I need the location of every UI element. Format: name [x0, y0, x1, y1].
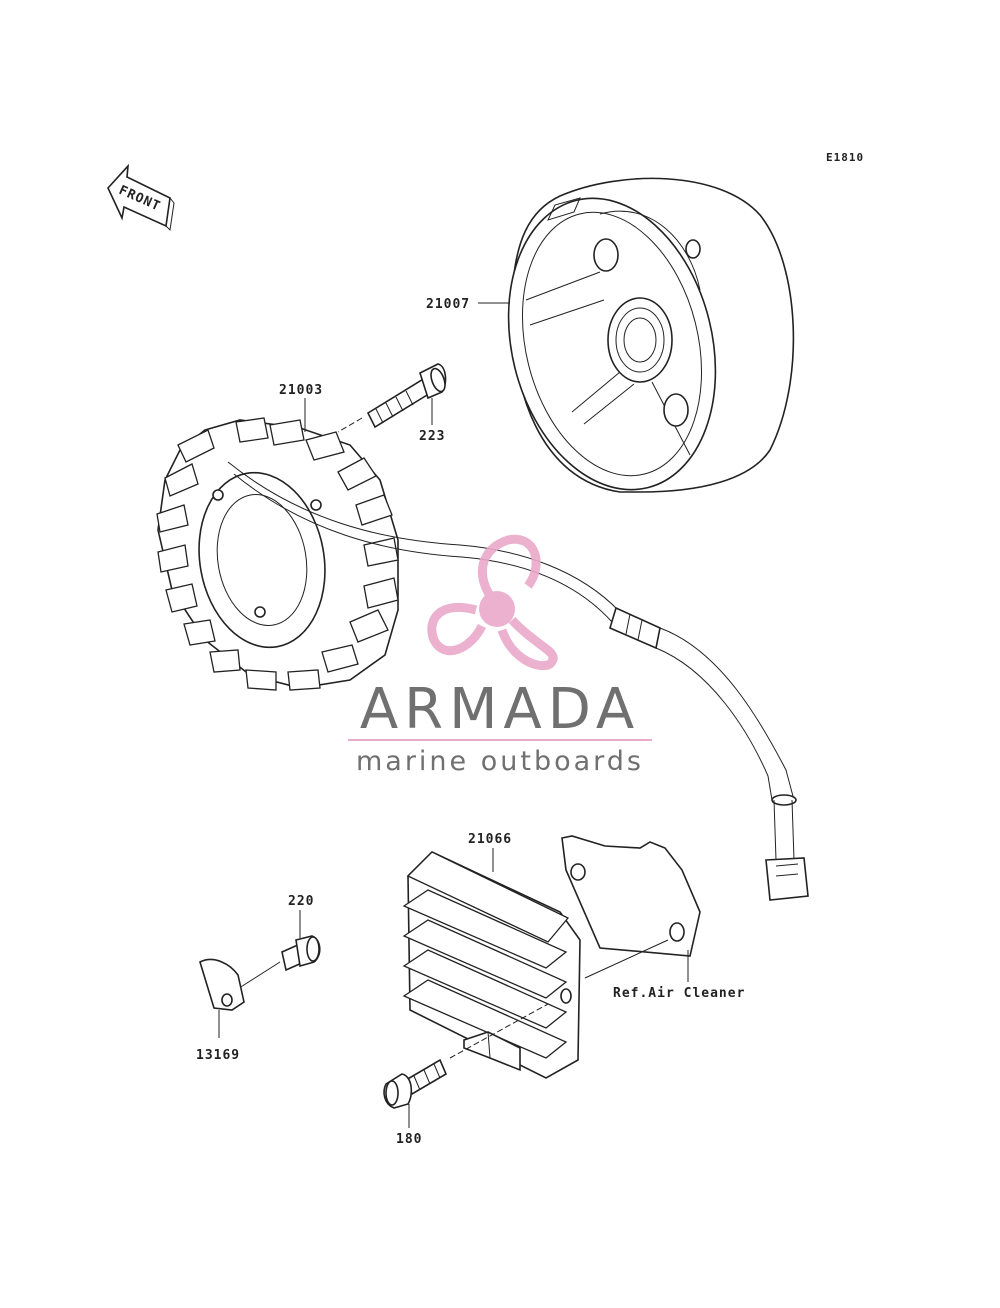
stator-bolt	[366, 363, 447, 429]
part-label-180: 180	[396, 1132, 422, 1147]
diagram-code: E1810	[826, 151, 864, 164]
stator-coil	[156, 417, 399, 691]
clamp-13169	[199, 958, 245, 1011]
part-label-21007: 21007	[426, 297, 470, 312]
ref-air-cleaner-note: Ref.Air Cleaner	[613, 986, 745, 1001]
front-arrow-icon: FRONT	[107, 163, 175, 232]
regulator-bracket-axis	[584, 939, 669, 979]
air-cleaner-bracket	[561, 835, 701, 957]
watermark-tagline: marine outboards	[356, 746, 644, 777]
part-label-21003: 21003	[279, 383, 323, 398]
part-label-21066: 21066	[468, 832, 512, 847]
stator-lead-wire	[227, 461, 809, 901]
bolt-220-axis	[235, 961, 281, 991]
regulator-rectifier	[402, 851, 581, 1079]
bolt-180	[383, 1058, 448, 1109]
watermark-brand: ARMADA	[360, 677, 640, 742]
flywheel	[507, 177, 795, 493]
bolt-223-axis	[337, 417, 363, 433]
part-label-223: 223	[419, 429, 445, 444]
armada-propeller-logo-icon	[427, 534, 558, 671]
bolt-220	[281, 935, 321, 972]
part-label-220: 220	[288, 894, 314, 909]
part-label-13169: 13169	[196, 1048, 240, 1063]
bolt-180-axis	[449, 1003, 549, 1059]
